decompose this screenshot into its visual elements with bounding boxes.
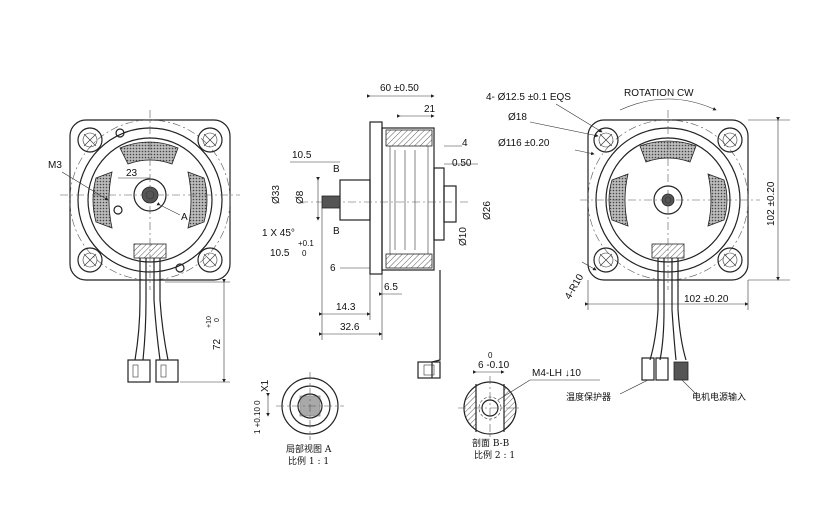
label-a: A (181, 212, 188, 223)
dim-phi8: Ø8 (295, 190, 306, 204)
rear-view: ROTATION CW 4- Ø12.5 ±0.1 EQS Ø18 Ø116 ±… (486, 88, 790, 403)
lead-length-dim: 72 +10 0 (165, 279, 230, 383)
dim-10-5-top: 10.5 (292, 150, 312, 161)
dim-23: 23 (126, 168, 138, 179)
label-thermal-protector: 温度保护器 (566, 391, 611, 403)
chamfer-label: 1 X 45° (262, 228, 295, 239)
dim-0-50: 0.50 (452, 158, 472, 169)
label-b-top: B (333, 164, 340, 175)
radius-label: 4-R10 (563, 272, 586, 301)
dim-102-vertical: 102 ±0.20 (766, 181, 777, 226)
rotation-label: ROTATION CW (624, 88, 694, 99)
dim-6: 6 (330, 263, 336, 274)
dim-72: 72 (212, 338, 223, 350)
dim-phi10: Ø10 (458, 227, 469, 246)
dim-6-5: 6.5 (384, 282, 398, 293)
dim-phi26: Ø26 (482, 201, 493, 220)
stator-coil (119, 141, 179, 165)
stator-coil (639, 140, 697, 163)
mount-hole (77, 127, 103, 153)
tol-upper: +0.1 (298, 239, 314, 248)
stator-coil (707, 173, 728, 227)
mount-hole (717, 247, 743, 273)
dim-102-horizontal: 102 ±0.20 (684, 294, 729, 305)
section-dim-6: 6 -0.10 (478, 360, 510, 371)
lead-wires (127, 258, 179, 383)
dim-60: 60 ±0.50 (380, 83, 419, 94)
section-scale: 比例 2 : 1 (474, 449, 515, 461)
section-caption: 剖面 B-B (472, 437, 510, 449)
label-b-bottom: B (333, 226, 340, 237)
stator-coil (92, 171, 113, 229)
mount-hole (197, 247, 223, 273)
label-power-input: 电机电源输入 (692, 391, 746, 403)
dim-14-3: 14.3 (336, 302, 356, 313)
thread-label: M4-LH ↓10 (532, 368, 581, 379)
label-m3: M3 (48, 160, 62, 171)
detail-view-a: X1 1 +0.10 0 局部视图 A 比例 1 : 1 (253, 372, 344, 467)
tol-72-upper: +10 (206, 316, 213, 328)
dim-4: 4 (462, 138, 468, 149)
mount-hole (717, 127, 743, 153)
side-view: 60 ±0.50 21 4 0.50 10.5 B B Ø33 Ø8 Ø26 Ø… (262, 83, 493, 379)
mount-hole (593, 247, 619, 273)
dim-phi116: Ø116 ±0.20 (498, 138, 550, 149)
dim-phi18: Ø18 (508, 112, 527, 123)
dim-21: 21 (424, 104, 436, 115)
detail-a-scale: 比例 1 : 1 (288, 455, 329, 467)
dim-32-6: 32.6 (340, 322, 360, 333)
mount-hole (197, 127, 223, 153)
dim-phi33: Ø33 (271, 185, 282, 204)
detail-a-x1: X1 (260, 379, 271, 392)
mount-hole (77, 247, 103, 273)
dim-10-5-bottom: 10.5 (270, 248, 290, 259)
section-b-b: 0 6 -0.10 M4-LH ↓10 剖面 B-B 比例 2 : 1 (458, 351, 600, 461)
section-tol-top: 0 (488, 351, 493, 360)
tol-72-lower: 0 (214, 318, 221, 322)
tol-lower: 0 (302, 249, 307, 258)
mount-hole (593, 127, 619, 153)
front-view: M3 23 A (48, 110, 240, 383)
stator-coil (187, 171, 208, 229)
detail-a-tolerance: 1 +0.10 0 (253, 400, 262, 434)
detail-a-caption: 局部视图 A (286, 443, 332, 455)
holes-label: 4- Ø12.5 ±0.1 EQS (486, 92, 571, 103)
